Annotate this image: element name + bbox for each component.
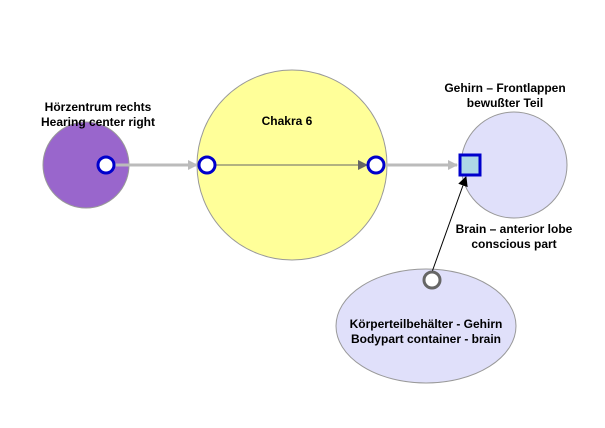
container-output-port[interactable]: [422, 270, 442, 290]
brain-label-bottom-line1: Brain – anterior lobe: [456, 222, 573, 236]
container-label-line2: Bodypart container - brain: [351, 332, 501, 346]
connector-container-to-brain[interactable]: [431, 176, 468, 273]
chakra-input-port[interactable]: [197, 155, 217, 175]
brain-label-bottom-line2: conscious part: [471, 237, 556, 251]
hearing-label-line1: Hörzentrum rechts: [45, 100, 152, 114]
brain-label-top-line2: bewußter Teil: [467, 96, 543, 110]
chakra-label: Chakra 6: [262, 114, 313, 128]
bodypart-container-node[interactable]: [335, 268, 517, 384]
hearing-output-port[interactable]: [96, 155, 116, 175]
chakra-output-port[interactable]: [366, 155, 386, 175]
container-label-line1: Körperteilbehälter - Gehirn: [350, 317, 503, 331]
brain-label-top-line1: Gehirn – Frontlappen: [444, 81, 565, 95]
hearing-label-line2: Hearing center right: [41, 115, 155, 129]
brain-input-port[interactable]: [458, 153, 482, 177]
